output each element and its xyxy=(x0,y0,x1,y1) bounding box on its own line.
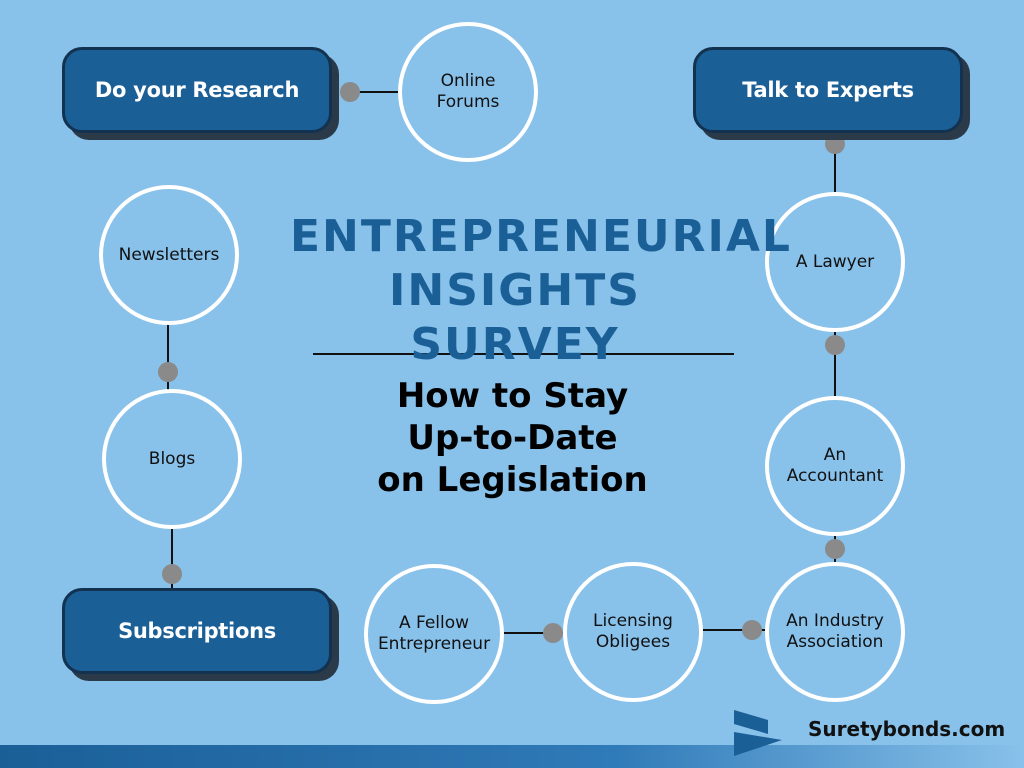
connector-dot xyxy=(825,134,845,154)
diagram-subtitle: How to Stay Up-to-Date on Legislation xyxy=(377,376,648,500)
node-lawyer: A Lawyer xyxy=(765,192,905,332)
node-online-forums-label: Online Forums xyxy=(436,71,500,112)
connector-dot xyxy=(825,335,845,355)
brand-logo-icon xyxy=(734,710,782,756)
brand-name: Suretybonds.com xyxy=(808,717,1006,741)
node-accountant-label: An Accountant xyxy=(786,445,884,486)
subscriptions-pill: Subscriptions xyxy=(62,588,332,674)
node-accountant: An Accountant xyxy=(765,396,905,536)
experts-pill: Talk to Experts xyxy=(693,47,963,133)
research-label: Do your Research xyxy=(94,78,300,102)
connector-dot xyxy=(825,539,845,559)
node-industry-association: An Industry Association xyxy=(765,562,905,702)
node-blogs: Blogs xyxy=(102,389,242,529)
node-fellow-entrepreneur: A Fellow Entrepreneur xyxy=(364,564,504,704)
node-licensing-obligees: Licensing Obligees xyxy=(563,562,703,702)
node-online-forums: Online Forums xyxy=(398,22,538,162)
connector-dot xyxy=(543,623,563,643)
node-industry-association-label: An Industry Association xyxy=(786,611,884,652)
connector-dot xyxy=(162,564,182,584)
node-blogs-label: Blogs xyxy=(148,448,196,469)
footer-band xyxy=(0,745,1024,768)
node-licensing-obligees-label: Licensing Obligees xyxy=(593,611,673,652)
experts-label: Talk to Experts xyxy=(742,78,914,102)
connector-dot xyxy=(340,82,360,102)
node-newsletters-label: Newsletters xyxy=(118,244,220,265)
node-fellow-entrepreneur-label: A Fellow Entrepreneur xyxy=(377,613,491,654)
research-pill: Do your Research xyxy=(62,47,332,133)
subscriptions-label: Subscriptions xyxy=(118,619,276,643)
connector-dot xyxy=(742,620,762,640)
node-newsletters: Newsletters xyxy=(99,185,239,325)
connector-dot xyxy=(158,362,178,382)
node-lawyer-label: A Lawyer xyxy=(795,251,875,272)
diagram-title: ENTREPRENEURIAL INSIGHTS SURVEY xyxy=(290,211,792,370)
